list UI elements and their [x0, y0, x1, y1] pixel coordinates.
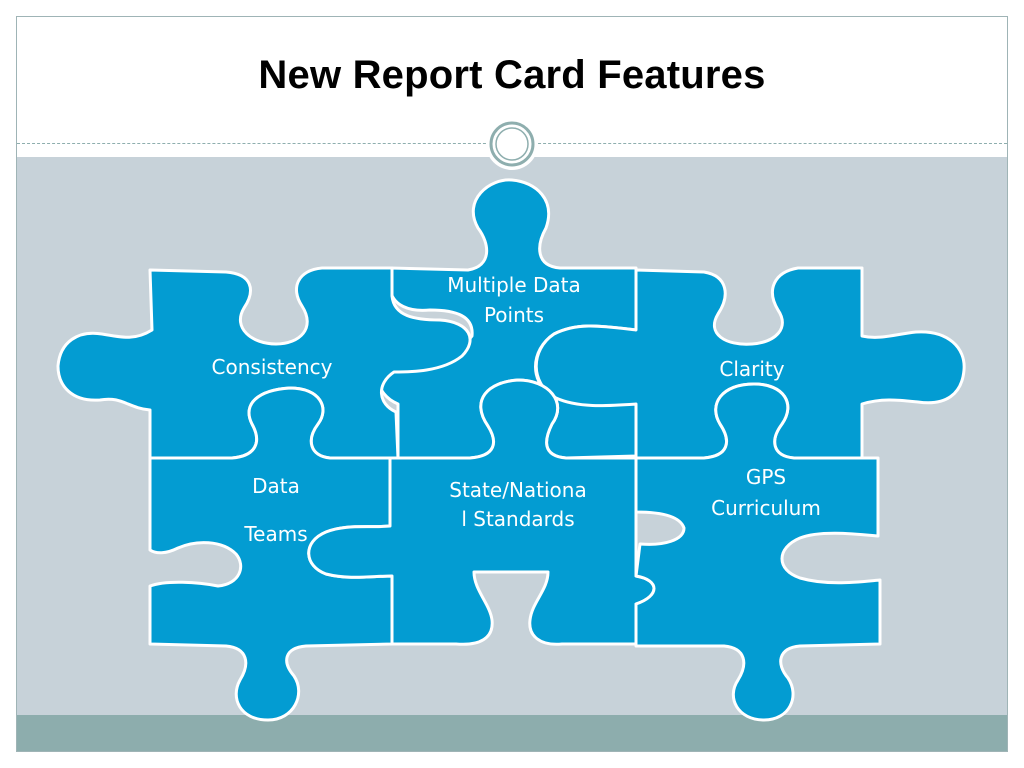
- slide-title: New Report Card Features: [258, 53, 766, 97]
- puzzle-piece-clarity: [534, 266, 966, 460]
- footer-band: [17, 715, 1007, 751]
- circle-ornament-icon: [486, 118, 538, 170]
- label-state-standards-line2: l Standards: [461, 507, 574, 531]
- puzzle-piece-state-national-standards: [307, 378, 656, 646]
- label-gps-line2: Curriculum: [711, 496, 821, 520]
- label-data-teams-line2: Teams: [243, 522, 307, 546]
- label-multiple-data-line2: Points: [484, 303, 544, 327]
- puzzle-piece-gps-curriculum: [634, 382, 882, 722]
- puzzle-piece-consistency: [56, 266, 472, 460]
- label-gps-line1: GPS: [746, 465, 786, 489]
- label-state-standards-line1: State/Nationa: [449, 478, 586, 502]
- label-clarity: Clarity: [719, 357, 784, 381]
- label-multiple-data-line1: Multiple Data: [447, 273, 581, 297]
- puzzle-piece-data-teams: [148, 386, 394, 722]
- label-data-teams-line1: Data: [252, 474, 300, 498]
- label-consistency: Consistency: [212, 355, 333, 379]
